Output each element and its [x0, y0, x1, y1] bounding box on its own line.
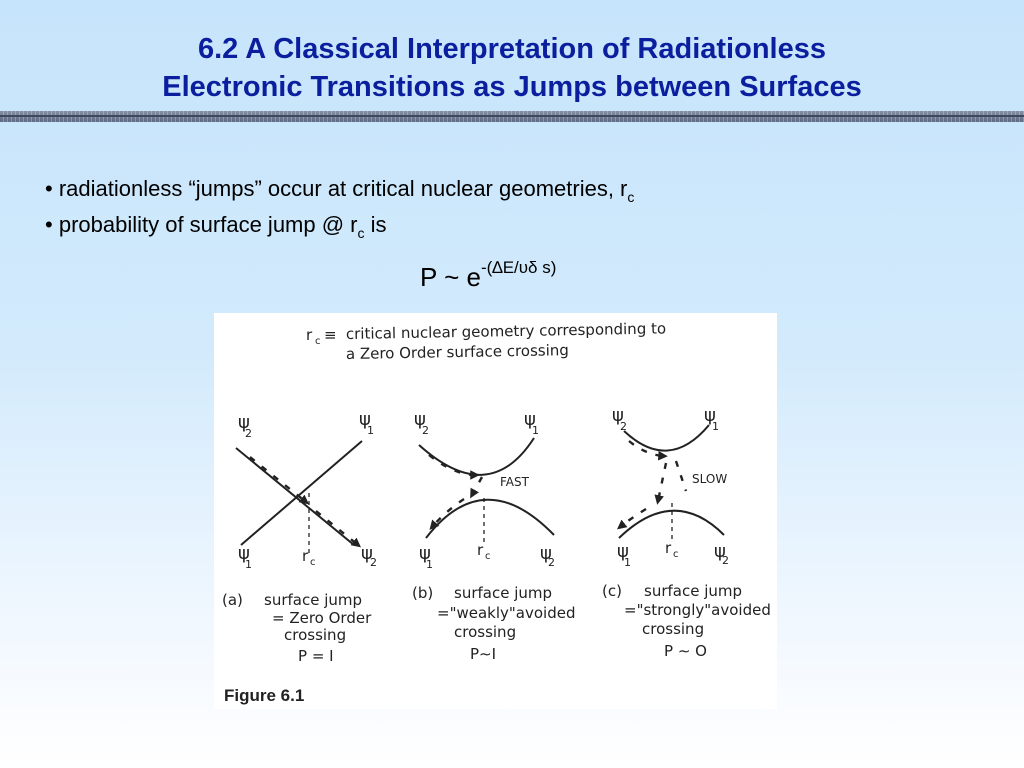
bullet-item-2: • probability of surface jump @ rc is: [45, 208, 634, 244]
lower-surface-b: [425, 498, 555, 539]
psi-c-top-right: ψ: [704, 405, 716, 426]
svg-text:surface jump: surface jump: [264, 591, 362, 609]
psi-a-bottom-right: ψ: [361, 543, 373, 564]
svg-text:r: r: [477, 541, 484, 559]
panel-b-caption: (b) surface jump ="weakly"avoided crossi…: [412, 584, 575, 663]
formula-base: P ~ e: [420, 262, 481, 292]
svg-text:c: c: [673, 549, 679, 560]
svg-text:(c): (c): [602, 582, 622, 600]
bullet-subscript: c: [357, 225, 365, 241]
svg-text:crossing: crossing: [454, 623, 516, 641]
svg-text:="weakly"avoided: ="weakly"avoided: [437, 604, 575, 622]
psi-b-bottom-right: ψ: [540, 543, 552, 564]
definition-text: r c ≡ critical nuclear geometry correspo…: [306, 319, 666, 363]
svg-text:2: 2: [370, 556, 377, 569]
psi-a-top-left: ψ: [238, 412, 250, 433]
psi-b-top-right: ψ: [524, 409, 536, 430]
rc-symbol: r: [306, 326, 313, 344]
svg-text:1: 1: [624, 556, 631, 569]
psi-b-bottom-left: ψ: [419, 543, 431, 564]
definition-line-1: critical nuclear geometry corresponding …: [346, 319, 666, 343]
fast-label: FAST: [500, 475, 530, 489]
svg-text:r: r: [665, 539, 672, 557]
psi-c-top-left: ψ: [612, 405, 624, 426]
svg-text:2: 2: [722, 554, 729, 567]
svg-text:2: 2: [422, 424, 429, 437]
panel-c-caption: (c) surface jump ="strongly"avoided cros…: [602, 582, 771, 660]
svg-text:r: r: [302, 547, 309, 565]
svg-text:P ∼ O: P ∼ O: [664, 642, 707, 660]
definition-line-2: a Zero Order surface crossing: [346, 341, 569, 363]
bullet-tail: is: [364, 212, 387, 237]
title-line-2: Electronic Transitions as Jumps between …: [162, 71, 862, 103]
psi-b-top-left: ψ: [414, 409, 426, 430]
svg-text:1: 1: [426, 558, 433, 571]
slow-label: SLOW: [692, 472, 727, 486]
psi-c-bottom-left: ψ: [617, 541, 629, 562]
svg-text:(a): (a): [222, 591, 243, 609]
bullet-item-1: • radiationless “jumps” occur at critica…: [45, 172, 634, 208]
curve-psi1-a: [240, 440, 363, 546]
formula-exponent: -(∆E/υδ s): [480, 258, 557, 277]
panel-c-diagram: [617, 424, 725, 541]
svg-text:2: 2: [620, 420, 627, 433]
svg-text:c: c: [485, 551, 491, 562]
bullet-subscript: c: [627, 189, 635, 205]
upper-surface-c: [623, 424, 710, 452]
figure-drawing: r c ≡ critical nuclear geometry correspo…: [222, 319, 771, 705]
svg-text:c: c: [310, 557, 316, 568]
svg-text:1: 1: [245, 558, 252, 571]
svg-text:1: 1: [712, 420, 719, 433]
svg-text:P∼I: P∼I: [470, 645, 496, 663]
svg-text:1: 1: [367, 424, 374, 437]
svg-text:P = I: P = I: [298, 647, 334, 665]
figure-caption: Figure 6.1: [224, 686, 304, 705]
title-line-1: 6.2 A Classical Interpretation of Radiat…: [198, 33, 826, 65]
equiv-symbol: ≡: [324, 326, 337, 344]
figure-image: r c ≡ critical nuclear geometry correspo…: [214, 313, 777, 709]
probability-formula: P ~ e-(∆E/υδ s): [420, 258, 556, 293]
svg-text:2: 2: [245, 427, 252, 440]
svg-text:1: 1: [532, 424, 539, 437]
curve-psi2-a: [235, 447, 355, 546]
svg-text:="strongly"avoided: ="strongly"avoided: [624, 601, 771, 619]
panel-a-diagram: [235, 440, 363, 553]
panel-a-caption: (a) surface jump = Zero Order crossing P…: [222, 591, 372, 665]
bullet-text: radiationless “jumps” occur at critical …: [58, 176, 628, 201]
psi-c-bottom-right: ψ: [714, 541, 726, 562]
psi-a-top-right: ψ: [359, 409, 371, 430]
slide-title: 6.2 A Classical Interpretation of Radiat…: [0, 30, 1024, 106]
bullet-marker: •: [45, 212, 53, 237]
title-divider: [0, 111, 1024, 122]
svg-text:2: 2: [548, 556, 555, 569]
bullet-marker: •: [45, 176, 53, 201]
bullet-list: • radiationless “jumps” occur at critica…: [45, 172, 634, 244]
lower-surface-c: [618, 509, 725, 539]
rc-subscript: c: [315, 336, 321, 347]
svg-text:(b): (b): [412, 584, 433, 602]
svg-text:crossing: crossing: [642, 620, 704, 638]
svg-text:crossing: crossing: [284, 626, 346, 644]
svg-text:surface jump: surface jump: [644, 582, 742, 600]
svg-text:= Zero Order: = Zero Order: [272, 609, 372, 627]
bullet-text: probability of surface jump @ r: [58, 212, 358, 237]
psi-a-bottom-left: ψ: [238, 543, 250, 564]
psi-labels: ψ2 ψ1 ψ1 ψ2 ψ2 ψ1 ψ1 ψ2 ψ2 ψ1 ψ1 ψ2: [238, 405, 729, 571]
svg-text:surface jump: surface jump: [454, 584, 552, 602]
panel-b-diagram: [418, 437, 555, 545]
upper-surface-b: [418, 437, 535, 476]
